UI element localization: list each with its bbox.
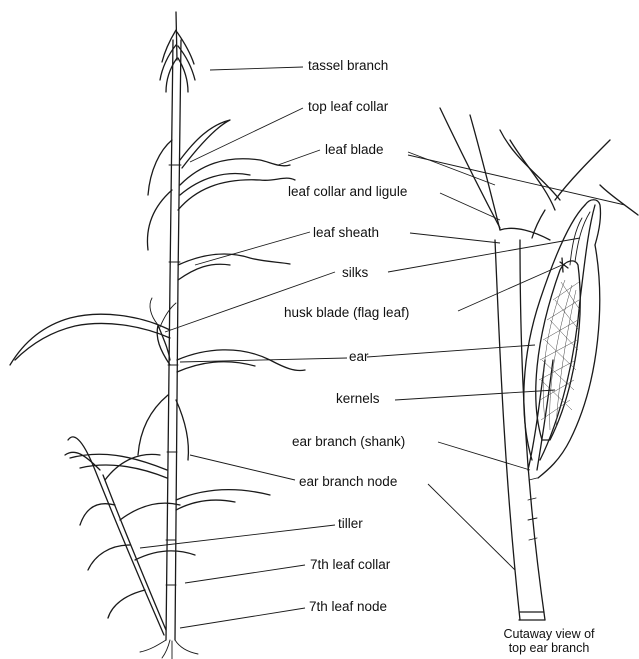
roots — [140, 640, 198, 659]
label-ear-branch-shank: ear branch (shank) — [292, 434, 405, 450]
caption-line-2: top ear branch — [479, 641, 619, 655]
label-silks: silks — [342, 265, 368, 281]
main-stalk — [166, 40, 181, 640]
label-ear-branch-node: ear branch node — [299, 474, 397, 490]
label-husk-blade: husk blade (flag leaf) — [284, 305, 409, 321]
label-tiller: tiller — [338, 516, 363, 532]
label-tassel-branch: tassel branch — [308, 58, 388, 74]
cutaway-caption: Cutaway view of top ear branch — [479, 627, 619, 655]
caption-line-1: Cutaway view of — [479, 627, 619, 641]
label-seventh-leaf-node: 7th leaf node — [309, 599, 387, 615]
label-top-leaf-collar: top leaf collar — [308, 99, 388, 115]
label-ear: ear — [349, 349, 369, 365]
label-leaf-sheath: leaf sheath — [313, 225, 379, 241]
main-leaves — [10, 120, 305, 510]
label-leaf-collar-ligule: leaf collar and ligule — [288, 184, 407, 200]
label-leaf-blade: leaf blade — [325, 142, 384, 158]
tassel — [160, 12, 195, 92]
label-seventh-leaf-collar: 7th leaf collar — [310, 557, 390, 573]
label-kernels: kernels — [336, 391, 380, 407]
